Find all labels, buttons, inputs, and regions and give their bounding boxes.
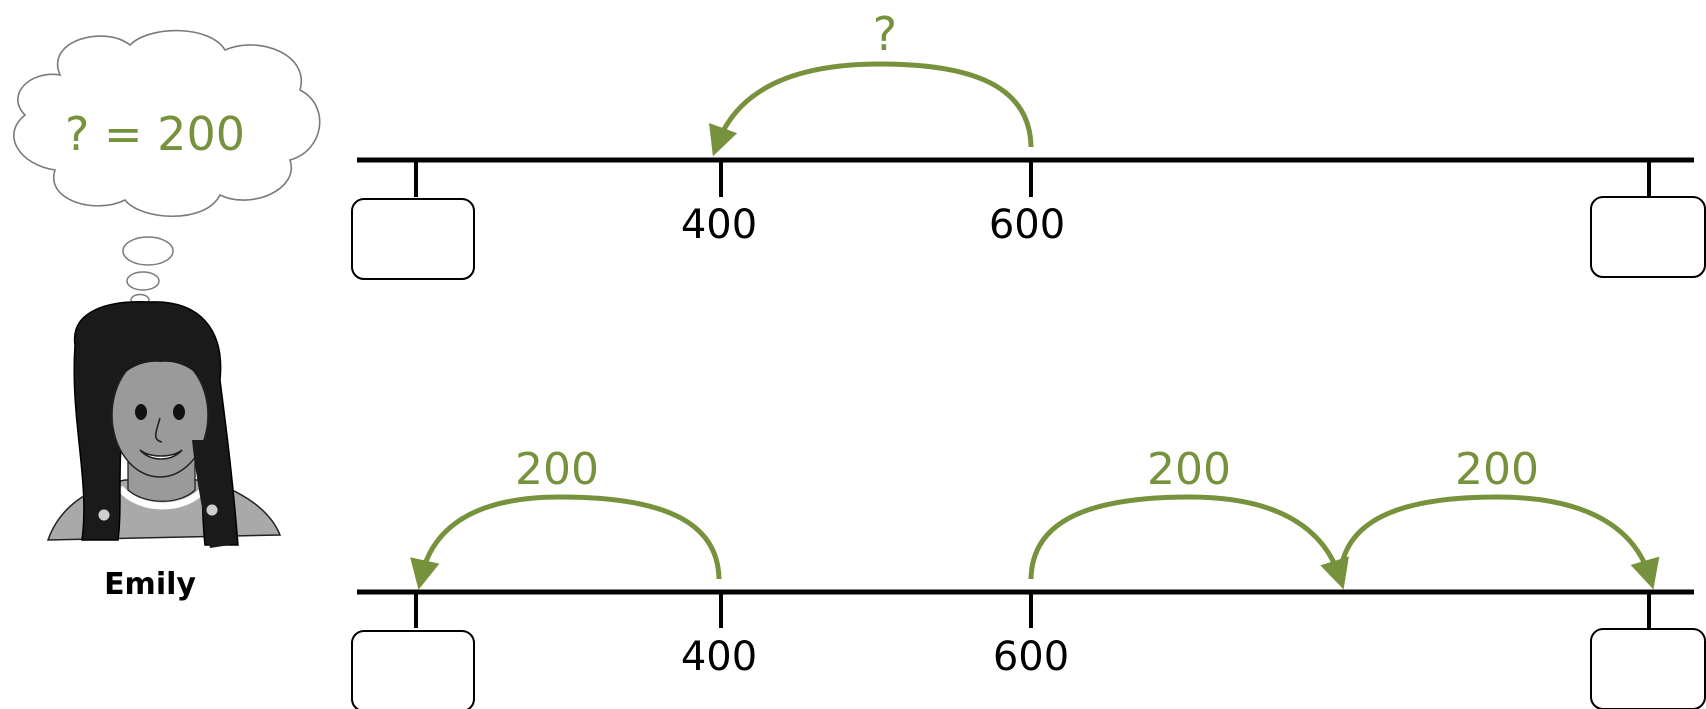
bottom-jump-label-2: 200 <box>1147 444 1231 495</box>
bottom-tick-label-600: 600 <box>993 634 1069 680</box>
thought-bubble: ? = 200 <box>13 29 321 307</box>
bottom-answer-box-right[interactable] <box>1590 628 1706 709</box>
bottom-tick-label-400: 400 <box>681 634 757 680</box>
bottom-jump-arrow-3 <box>1337 494 1660 590</box>
thought-cloud <box>13 29 321 218</box>
hair-fringe <box>107 330 213 395</box>
hair-tie-right <box>205 503 219 517</box>
top-number-line: 400 600 ? <box>351 7 1706 280</box>
bottom-number-line: 400 600 200 200 200 <box>351 444 1706 709</box>
left-eye <box>135 404 147 420</box>
girl-portrait-icon <box>46 301 282 548</box>
thought-dot-medium <box>126 271 160 291</box>
character-name: Emily <box>104 567 196 602</box>
hair-tie-left <box>97 508 111 522</box>
bottom-jump-label-3: 200 <box>1455 444 1539 495</box>
bottom-jump-arrow-1 <box>410 494 722 590</box>
top-tick-label-600: 600 <box>989 202 1065 248</box>
nose <box>154 417 163 443</box>
right-eye <box>173 404 185 420</box>
top-answer-box-right[interactable] <box>1590 196 1706 278</box>
bottom-jump-label-1: 200 <box>515 444 599 495</box>
bottom-answer-box-left[interactable] <box>351 630 475 709</box>
mouth <box>139 449 183 460</box>
thought-dot-large <box>122 236 174 266</box>
top-jump-arrow <box>708 61 1034 157</box>
plait-right <box>192 440 230 548</box>
collar <box>117 485 208 510</box>
top-answer-box-left[interactable] <box>351 198 475 280</box>
thought-text: ? = 200 <box>65 107 245 161</box>
bottom-jump-arrow-2 <box>1028 494 1349 590</box>
top-jump-label: ? <box>873 7 897 61</box>
top-tick-label-400: 400 <box>681 202 757 248</box>
